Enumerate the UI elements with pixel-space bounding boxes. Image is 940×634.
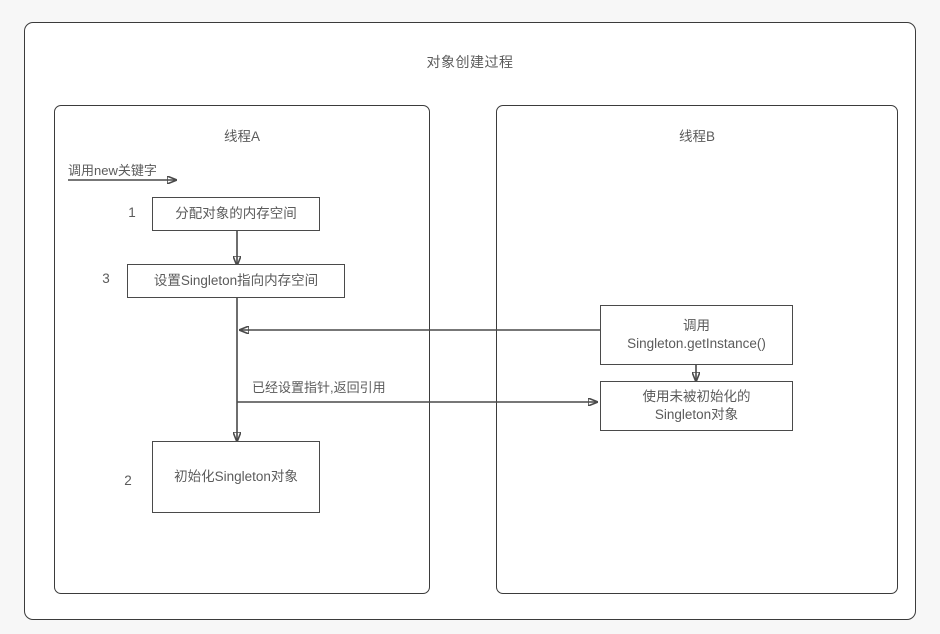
step-number-set-pointer: 3 bbox=[102, 271, 110, 286]
node-call-getinstance[interactable]: 调用 Singleton.getInstance() bbox=[600, 305, 793, 365]
node-call-getinstance-line1: 调用 bbox=[683, 317, 710, 333]
node-use-uninitialized-line1: 使用未被初始化的 bbox=[642, 388, 751, 404]
thread-a-label: 线程A bbox=[223, 129, 260, 144]
node-set-singleton-pointer[interactable]: 设置Singleton指向内存空间 bbox=[127, 264, 345, 298]
step-number-init: 2 bbox=[124, 473, 132, 488]
node-call-getinstance-line2: Singleton.getInstance() bbox=[627, 336, 766, 351]
diagram-title: 对象创建过程 bbox=[426, 54, 514, 70]
node-use-uninitialized-singleton[interactable]: 使用未被初始化的 Singleton对象 bbox=[600, 381, 793, 431]
node-alloc-memory[interactable]: 分配对象的内存空间 bbox=[152, 197, 320, 231]
edge-label-return-ref: 已经设置指针,返回引用 bbox=[252, 380, 386, 395]
edge-label-new-keyword: 调用new关键字 bbox=[68, 163, 157, 178]
step-number-alloc: 1 bbox=[128, 205, 136, 220]
thread-b-label: 线程B bbox=[678, 129, 715, 144]
node-use-uninitialized-line2: Singleton对象 bbox=[654, 407, 739, 422]
node-init-singleton[interactable]: 初始化Singleton对象 bbox=[152, 441, 320, 513]
